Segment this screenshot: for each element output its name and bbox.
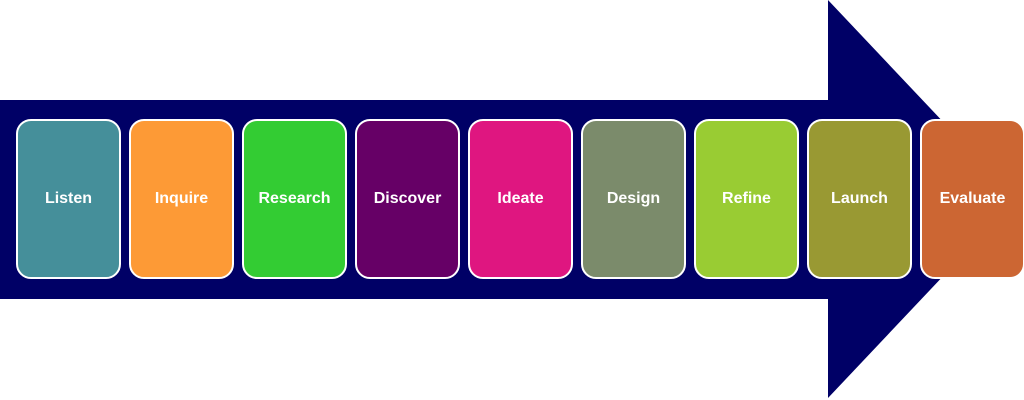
- step-label: Ideate: [497, 190, 544, 207]
- step-label: Discover: [373, 190, 442, 207]
- step-label: Design: [606, 190, 661, 207]
- step-research: Research: [242, 119, 347, 279]
- step-inquire: Inquire: [129, 119, 234, 279]
- step-ideate: Ideate: [468, 119, 573, 279]
- step-label: Evaluate: [939, 190, 1006, 207]
- step-design: Design: [581, 119, 686, 279]
- step-label: Inquire: [154, 190, 209, 207]
- step-refine: Refine: [694, 119, 799, 279]
- step-launch: Launch: [807, 119, 912, 279]
- step-listen: Listen: [16, 119, 121, 279]
- step-discover: Discover: [355, 119, 460, 279]
- step-label: Launch: [831, 190, 888, 207]
- step-evaluate: Evaluate: [920, 119, 1024, 279]
- step-label: Research: [258, 190, 331, 207]
- step-label: Listen: [44, 190, 93, 207]
- step-label: Refine: [722, 190, 771, 207]
